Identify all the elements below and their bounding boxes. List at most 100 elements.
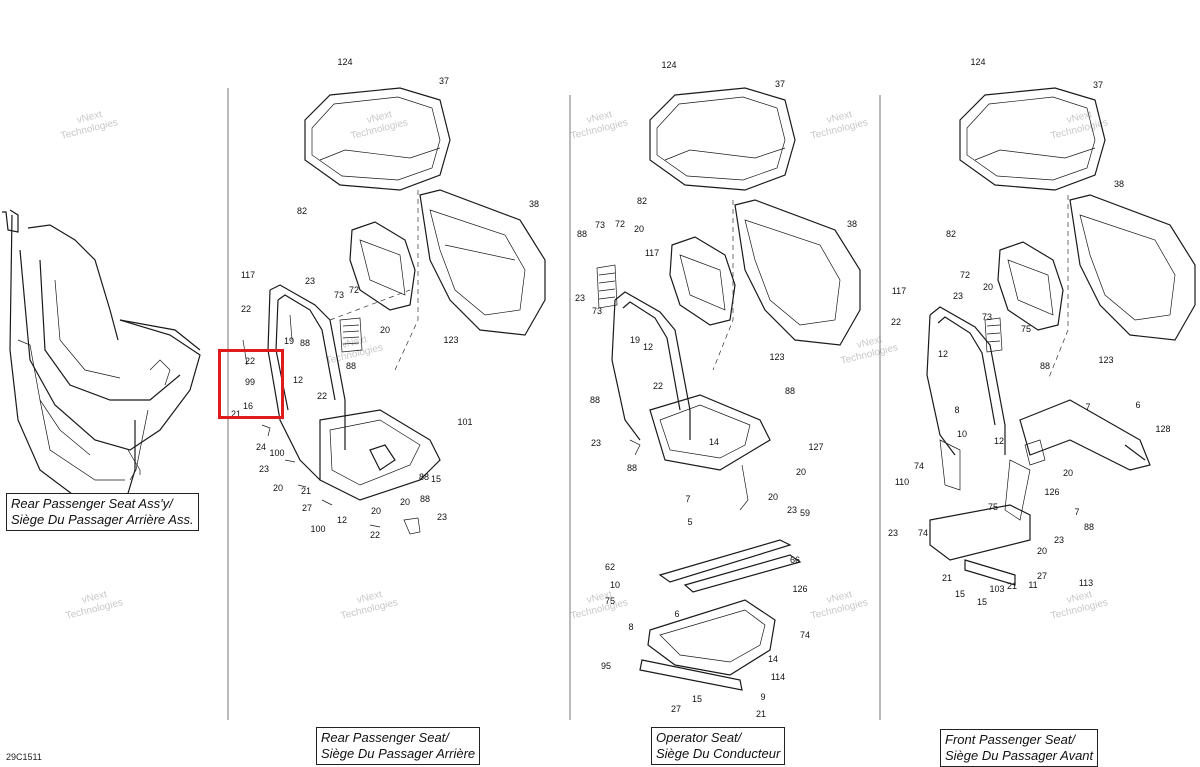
callout-12: 12 [994, 436, 1004, 446]
callout-5: 5 [687, 517, 692, 527]
callout-20: 20 [273, 483, 283, 493]
callout-9: 9 [760, 692, 765, 702]
callout-22: 22 [653, 381, 663, 391]
callout-15: 15 [692, 694, 702, 704]
callout-38: 38 [847, 219, 857, 229]
callout-10: 10 [957, 429, 967, 439]
callout-8: 8 [954, 405, 959, 415]
callout-27: 27 [302, 503, 312, 513]
callout-20: 20 [380, 325, 390, 335]
callout-20: 20 [371, 506, 381, 516]
callout-27: 27 [671, 704, 681, 714]
callout-117: 117 [892, 286, 906, 296]
callout-110: 110 [895, 477, 909, 487]
callout-74: 74 [918, 528, 928, 538]
callout-23: 23 [591, 438, 601, 448]
callout-12: 12 [938, 349, 948, 359]
callout-10: 10 [610, 580, 620, 590]
callout-7: 7 [1074, 507, 1079, 517]
callout-37: 37 [1093, 80, 1103, 90]
callout-14: 14 [709, 437, 719, 447]
callout-82: 82 [946, 229, 956, 239]
callout-11: 11 [1028, 580, 1037, 590]
caption-line-2: Siège Du Passager Arrière [321, 746, 476, 761]
callout-62: 62 [605, 562, 615, 572]
callout-100: 100 [310, 524, 325, 534]
callout-100: 100 [269, 448, 284, 458]
callout-75: 75 [605, 596, 615, 606]
diagram-code: 29C1511 [6, 752, 42, 762]
caption-line-1: Operator Seat/ [656, 730, 742, 745]
callout-12: 12 [643, 342, 653, 352]
callout-7: 7 [1085, 402, 1090, 412]
callout-72: 72 [349, 285, 359, 295]
callout-15: 15 [955, 589, 965, 599]
callout-82: 82 [637, 196, 647, 206]
callout-88: 88 [627, 463, 637, 473]
rear-seat-exploded-drawing [242, 87, 546, 535]
callout-75: 75 [988, 502, 998, 512]
callout-8: 8 [628, 622, 633, 632]
callout-20: 20 [768, 492, 778, 502]
callout-73: 73 [595, 220, 605, 230]
front-seat-exploded-drawing [926, 87, 1196, 586]
callout-23: 23 [787, 505, 797, 515]
callout-19: 19 [630, 335, 640, 345]
callout-23: 23 [953, 291, 963, 301]
caption-front-seat: Front Passenger Seat/ Siège Du Passager … [940, 729, 1099, 767]
callout-117: 117 [241, 270, 255, 280]
callout-103: 103 [989, 584, 1004, 594]
callout-23: 23 [437, 512, 447, 522]
callout-22: 22 [241, 304, 251, 314]
callout-82: 82 [297, 206, 307, 216]
callout-88: 88 [300, 338, 310, 348]
caption-rear-seat: Rear Passenger Seat/ Siège Du Passager A… [316, 727, 481, 765]
callout-72: 72 [615, 219, 625, 229]
callout-15: 15 [431, 474, 441, 484]
callout-23: 23 [259, 464, 269, 474]
callout-75: 75 [1021, 324, 1031, 334]
callout-124: 124 [661, 60, 676, 70]
callout-113: 113 [1079, 578, 1093, 588]
highlight-box [218, 349, 284, 419]
callout-72: 72 [960, 270, 970, 280]
callout-23: 23 [888, 528, 898, 538]
callout-95: 95 [601, 661, 611, 671]
callout-20: 20 [796, 467, 806, 477]
callout-74: 74 [914, 461, 924, 471]
callout-21: 21 [1007, 581, 1017, 591]
callout-88: 88 [1084, 522, 1094, 532]
callout-6: 6 [674, 609, 679, 619]
callout-88: 88 [785, 386, 795, 396]
callout-66: 66 [790, 555, 800, 565]
callout-73: 73 [334, 290, 344, 300]
callout-20: 20 [983, 282, 993, 292]
caption-line-2: Siège Du Passager Arrière Ass. [11, 512, 194, 527]
callout-12: 12 [293, 375, 303, 385]
callout-73: 73 [592, 306, 602, 316]
callout-127: 127 [808, 442, 823, 452]
callout-126: 126 [792, 584, 807, 594]
callout-20: 20 [1037, 546, 1047, 556]
rear-seat-assembly-drawing [2, 209, 201, 521]
callout-22: 22 [317, 391, 327, 401]
callout-12: 12 [337, 515, 347, 525]
callout-73: 73 [982, 312, 992, 322]
caption-line-1: Front Passenger Seat/ [945, 732, 1076, 747]
callout-88: 88 [420, 494, 430, 504]
caption-line-2: Siège Du Conducteur [656, 746, 781, 761]
callout-7: 7 [685, 494, 690, 504]
operator-seat-exploded-drawing [596, 87, 861, 691]
callout-27: 27 [1037, 571, 1047, 581]
callout-23: 23 [1054, 535, 1064, 545]
callout-22: 22 [245, 356, 255, 366]
callout-128: 128 [1155, 424, 1170, 434]
callout-20: 20 [634, 224, 644, 234]
callout-37: 37 [775, 79, 785, 89]
callout-22: 22 [370, 530, 380, 540]
callout-59: 59 [800, 508, 810, 518]
callout-21: 21 [231, 409, 241, 419]
callout-101: 101 [457, 417, 472, 427]
